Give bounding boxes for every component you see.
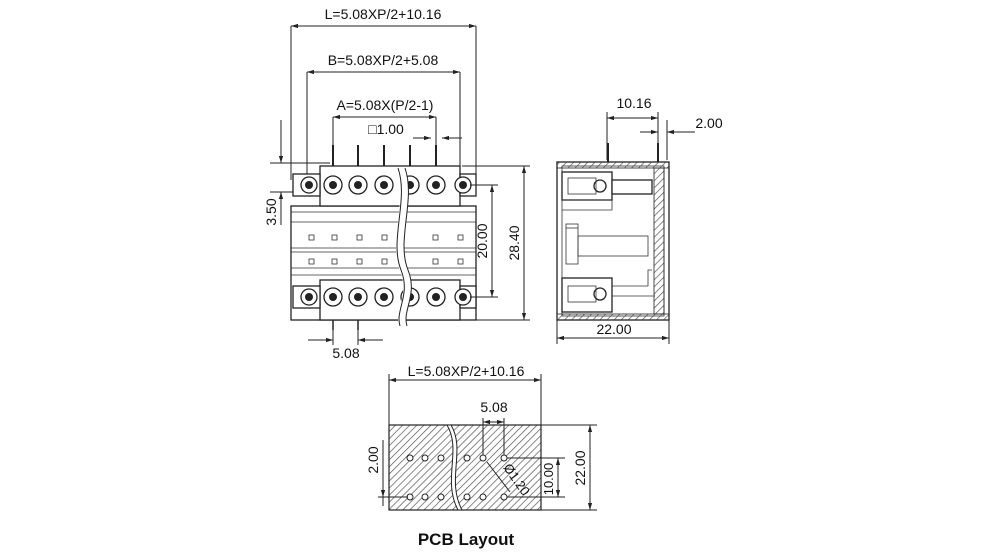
dim-side-offset-label: 2.00 [695, 115, 722, 131]
dim-A-label: A=5.08X(P/2-1) [337, 97, 434, 113]
dim-side-top-label: 10.16 [616, 95, 651, 111]
pcb-dim-pitch-label: 5.08 [480, 399, 507, 415]
pcb-dim-inner-label: 10.00 [541, 463, 556, 496]
front-view: L=5.08XP/2+10.16 B=5.08XP/2+5.08 A=5.08X… [263, 6, 530, 361]
side-view: 10.16 2.00 22.00 [556, 95, 723, 344]
screw-row-top [300, 175, 472, 195]
pcb-layout: L=5.08XP/2+10.16 5.08 Ø1.20 [365, 363, 597, 549]
dim-pin-label: □1.00 [368, 121, 404, 137]
dim-left-label: 3.50 [263, 198, 279, 225]
dim-L-label: L=5.08XP/2+10.16 [325, 6, 442, 22]
dim-total-height-label: 28.40 [506, 225, 522, 260]
pcb-dim-L-label: L=5.08XP/2+10.16 [408, 363, 525, 379]
pcb-dim-left-label: 2.00 [365, 446, 381, 473]
dim-side-width-label: 22.00 [596, 321, 631, 337]
dim-B-label: B=5.08XP/2+5.08 [328, 52, 439, 68]
dim-pitch-label: 5.08 [332, 345, 359, 361]
square-marks [308, 234, 464, 265]
dim-inner-height-label: 20.00 [474, 223, 490, 258]
pcb-caption: PCB Layout [418, 530, 515, 549]
pcb-dim-height-label: 22.00 [572, 450, 588, 485]
